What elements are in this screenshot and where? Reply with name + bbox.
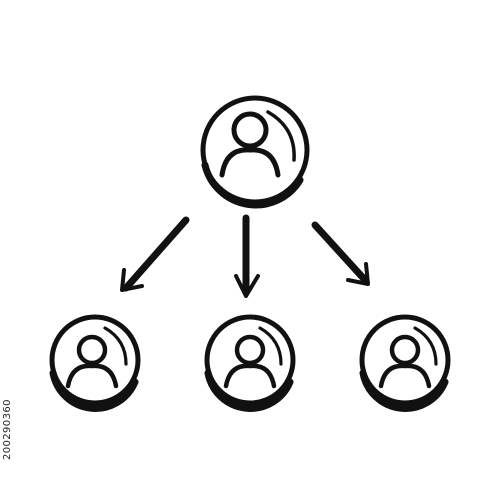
person-icon — [378, 334, 432, 389]
person-icon — [65, 334, 119, 389]
child-node-2 — [204, 314, 296, 412]
child-node-3 — [359, 314, 451, 412]
side-id-text: 200290360 — [2, 399, 13, 460]
arrow-right — [311, 221, 370, 286]
person-icon — [223, 334, 277, 389]
arrow-left — [120, 216, 190, 292]
arrow-center — [234, 214, 260, 298]
root-node — [200, 95, 310, 209]
child-node-1 — [49, 314, 141, 412]
person-icon — [219, 111, 281, 178]
